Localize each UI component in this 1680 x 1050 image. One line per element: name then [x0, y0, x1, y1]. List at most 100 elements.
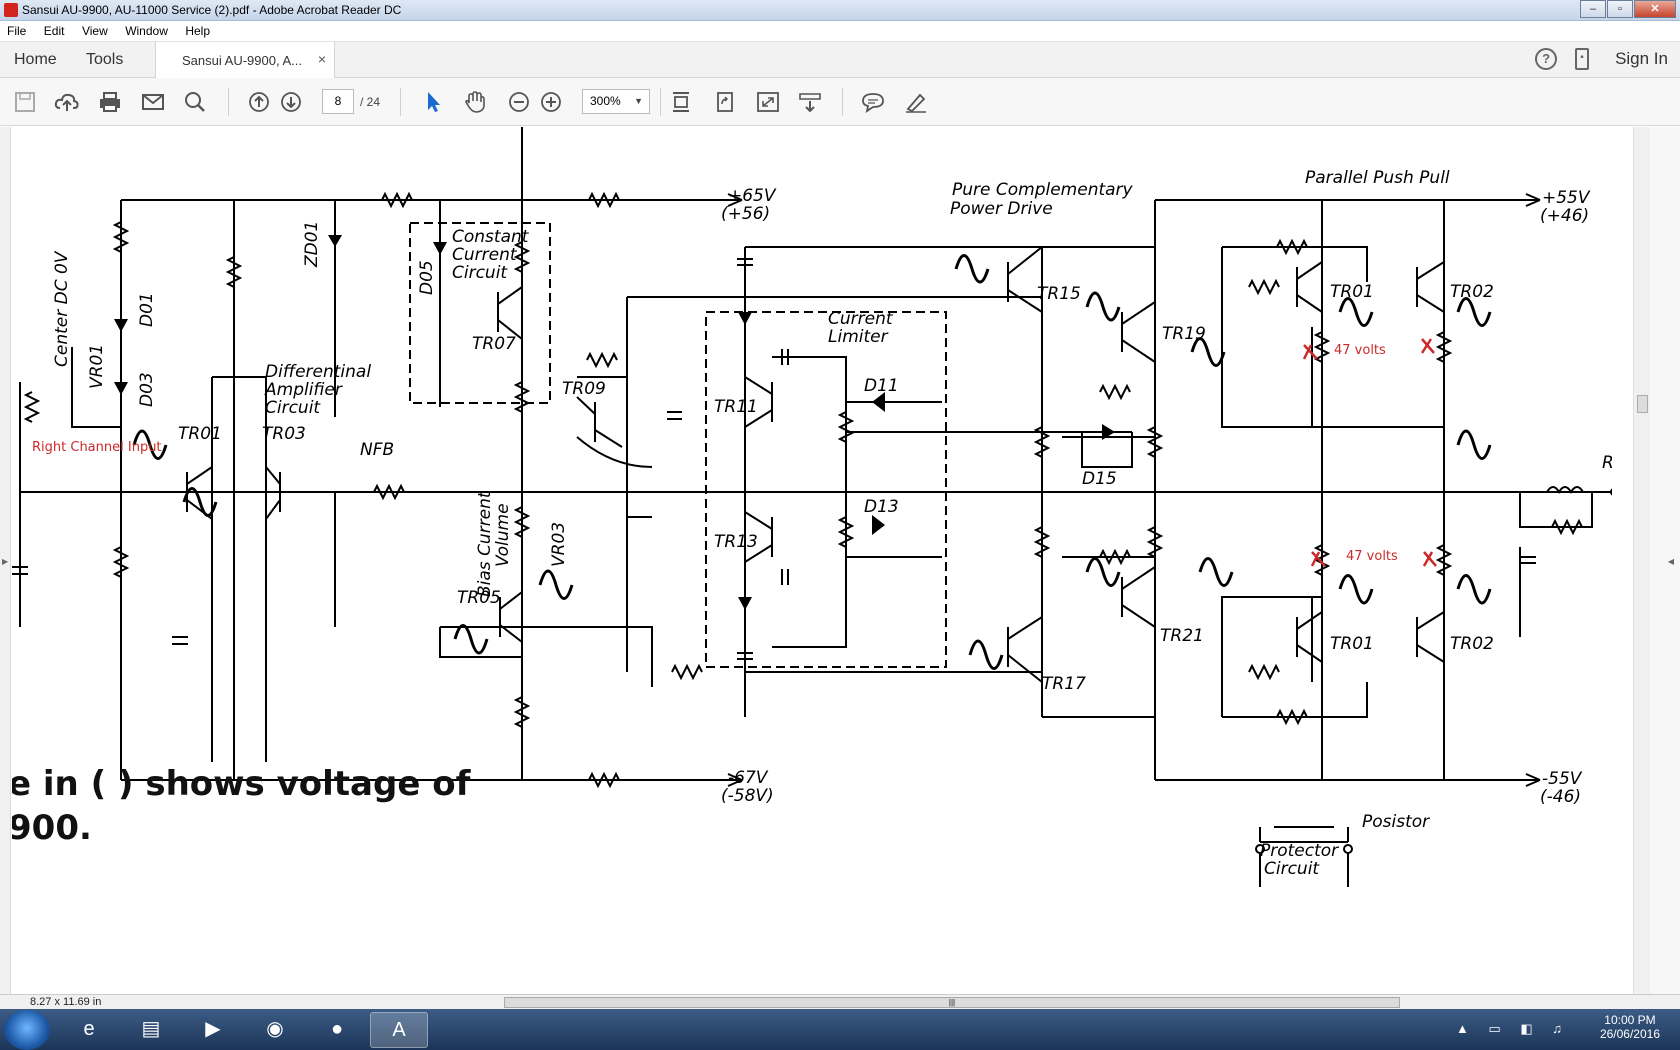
menu-window[interactable]: Window — [125, 24, 168, 38]
tab-home[interactable]: Home — [14, 51, 57, 68]
menu-help[interactable]: Help — [185, 24, 211, 38]
next-page-icon[interactable] — [278, 90, 304, 114]
fit-page-icon[interactable] — [755, 90, 781, 114]
label-bias-current: Bias Current — [475, 490, 495, 597]
label-tr05: TR05 — [457, 588, 501, 608]
label-current-limiter-2: Limiter — [828, 327, 889, 347]
menu-bar: File Edit View Window Help — [0, 21, 1680, 42]
chrome-browser-icon[interactable]: ◉ — [266, 1018, 284, 1040]
tab-bar: Home Tools Sansui AU-9900, A... × ? ▪ Si… — [0, 42, 1680, 78]
annotation-47-volts-bottom: 47 volts — [1346, 549, 1398, 564]
save-icon[interactable] — [12, 90, 38, 114]
tab-tools[interactable]: Tools — [86, 51, 124, 68]
window-title: Sansui AU-9900, AU-11000 Service (2).pdf… — [22, 3, 402, 17]
status-bar: 8.27 x 11.69 in ||| — [0, 994, 1680, 1009]
zoom-value: 300% — [590, 94, 621, 108]
file-explorer-icon[interactable]: ▤ — [141, 1018, 161, 1040]
mobile-link-icon[interactable]: ▪ — [1575, 48, 1590, 70]
label-zd01: ZD01 — [302, 221, 322, 268]
previous-page-icon[interactable] — [246, 90, 272, 114]
internet-explorer-icon[interactable]: e — [83, 1018, 95, 1040]
page-note-line-2: 900. — [12, 808, 92, 848]
close-window-button[interactable]: ✕ — [1634, 0, 1676, 18]
label-tr19: TR19 — [1162, 324, 1206, 344]
clock-date: 26/06/2016 — [1599, 1027, 1660, 1041]
toolbar-separator — [228, 88, 229, 116]
vertical-scroll-thumb[interactable] — [1637, 395, 1648, 413]
start-button[interactable] — [4, 1010, 50, 1050]
chevron-down-icon: ▼ — [634, 96, 643, 106]
label-tr09: TR09 — [562, 379, 606, 399]
acrobat-app-icon — [4, 3, 18, 17]
minimize-button[interactable]: – — [1580, 0, 1606, 18]
system-clock[interactable]: 10:00 PM 26/06/2016 — [1600, 1013, 1660, 1041]
maximize-button[interactable]: ▫ — [1607, 0, 1633, 18]
print-icon[interactable] — [97, 90, 123, 114]
hand-tool-icon[interactable] — [462, 90, 488, 114]
read-mode-icon[interactable] — [797, 90, 823, 114]
label-differential-2: Amplifier — [264, 380, 343, 400]
label-center-dc: Center DC 0V — [52, 250, 72, 367]
label-d13: D13 — [864, 497, 899, 517]
document-viewer[interactable]: ▶ — [0, 127, 1680, 994]
label-output-tr02-top: TR02 — [1450, 282, 1494, 302]
help-icon[interactable]: ? — [1535, 48, 1558, 70]
annotation-47-volts-top: 47 volts — [1334, 343, 1386, 358]
zoom-out-icon[interactable] — [506, 90, 532, 114]
system-tray-icons[interactable]: ▲ ▭ ◧ ♫ — [1455, 1021, 1570, 1036]
voltage-plus65: +65V — [728, 186, 777, 206]
expand-right-icon: ◀ — [1667, 557, 1674, 566]
window-controls: – ▫ ✕ — [1579, 0, 1676, 18]
media-player-icon[interactable]: ▶ — [205, 1018, 221, 1040]
horizontal-scrollbar[interactable]: ||| — [118, 996, 1648, 1009]
voltage-plus56: (+56) — [721, 204, 770, 224]
label-vr01: VR01 — [87, 344, 107, 389]
zoom-select[interactable]: 300% ▼ — [582, 89, 650, 114]
label-d05: D05 — [417, 260, 437, 295]
page-total: / 24 — [360, 95, 381, 109]
vertical-scrollbar[interactable] — [1633, 127, 1650, 994]
email-icon[interactable] — [140, 90, 166, 114]
left-pane-toggle[interactable]: ▶ — [0, 127, 11, 994]
tab-bar-right: ? ▪ Sign In — [1535, 48, 1668, 70]
menu-view[interactable]: View — [81, 24, 108, 38]
search-icon[interactable] — [182, 90, 208, 114]
scrolling-mode-icon[interactable] — [668, 90, 694, 114]
label-d15: D15 — [1082, 469, 1117, 489]
menu-file[interactable]: File — [7, 24, 27, 38]
firefox-icon[interactable]: ● — [330, 1018, 344, 1040]
label-tr13: TR13 — [714, 532, 758, 552]
tab-document[interactable]: Sansui AU-9900, A... × — [155, 42, 335, 78]
rotate-page-icon[interactable] — [712, 90, 738, 114]
toolbar-separator — [400, 88, 401, 116]
label-d11: D11 — [864, 376, 899, 396]
comment-icon[interactable] — [860, 90, 886, 114]
label-power-drive: Power Drive — [950, 199, 1053, 219]
acrobat-taskbar-icon[interactable]: A — [370, 1012, 428, 1048]
label-tr11: TR11 — [714, 397, 758, 417]
sign-in-link[interactable]: Sign In — [1615, 49, 1668, 68]
highlight-pen-icon[interactable] — [903, 90, 929, 114]
label-tr03: TR03 — [262, 424, 306, 444]
label-vr03: VR03 — [549, 522, 569, 567]
label-circuit: Circuit — [452, 263, 508, 283]
clock-time: 10:00 PM — [1604, 1013, 1656, 1027]
zoom-in-icon[interactable] — [538, 90, 564, 114]
label-tr07: TR07 — [472, 334, 516, 354]
right-pane-toggle[interactable]: ◀ — [1650, 127, 1680, 994]
label-protector: Protector — [1260, 841, 1339, 861]
label-differential-3: Circuit — [265, 398, 321, 418]
horizontal-scroll-thumb[interactable]: ||| — [504, 997, 1400, 1008]
windows-taskbar: e ▤ ▶ ◉ ● A ▲ ▭ ◧ ♫ 10:00 PM 26/06/2016 — [0, 1009, 1680, 1050]
menu-edit[interactable]: Edit — [43, 24, 65, 38]
label-d03: D03 — [137, 372, 157, 407]
close-tab-icon[interactable]: × — [317, 51, 326, 67]
label-d01: D01 — [137, 292, 157, 327]
label-nfb: NFB — [360, 440, 394, 460]
page-number-input[interactable]: 8 — [322, 89, 354, 114]
label-posistor: Posistor — [1362, 812, 1430, 832]
cloud-upload-icon[interactable] — [54, 90, 80, 114]
label-current-limiter-1: Current — [828, 309, 894, 329]
voltage-plus55: +55V — [1542, 188, 1591, 208]
select-cursor-icon[interactable] — [420, 90, 446, 114]
